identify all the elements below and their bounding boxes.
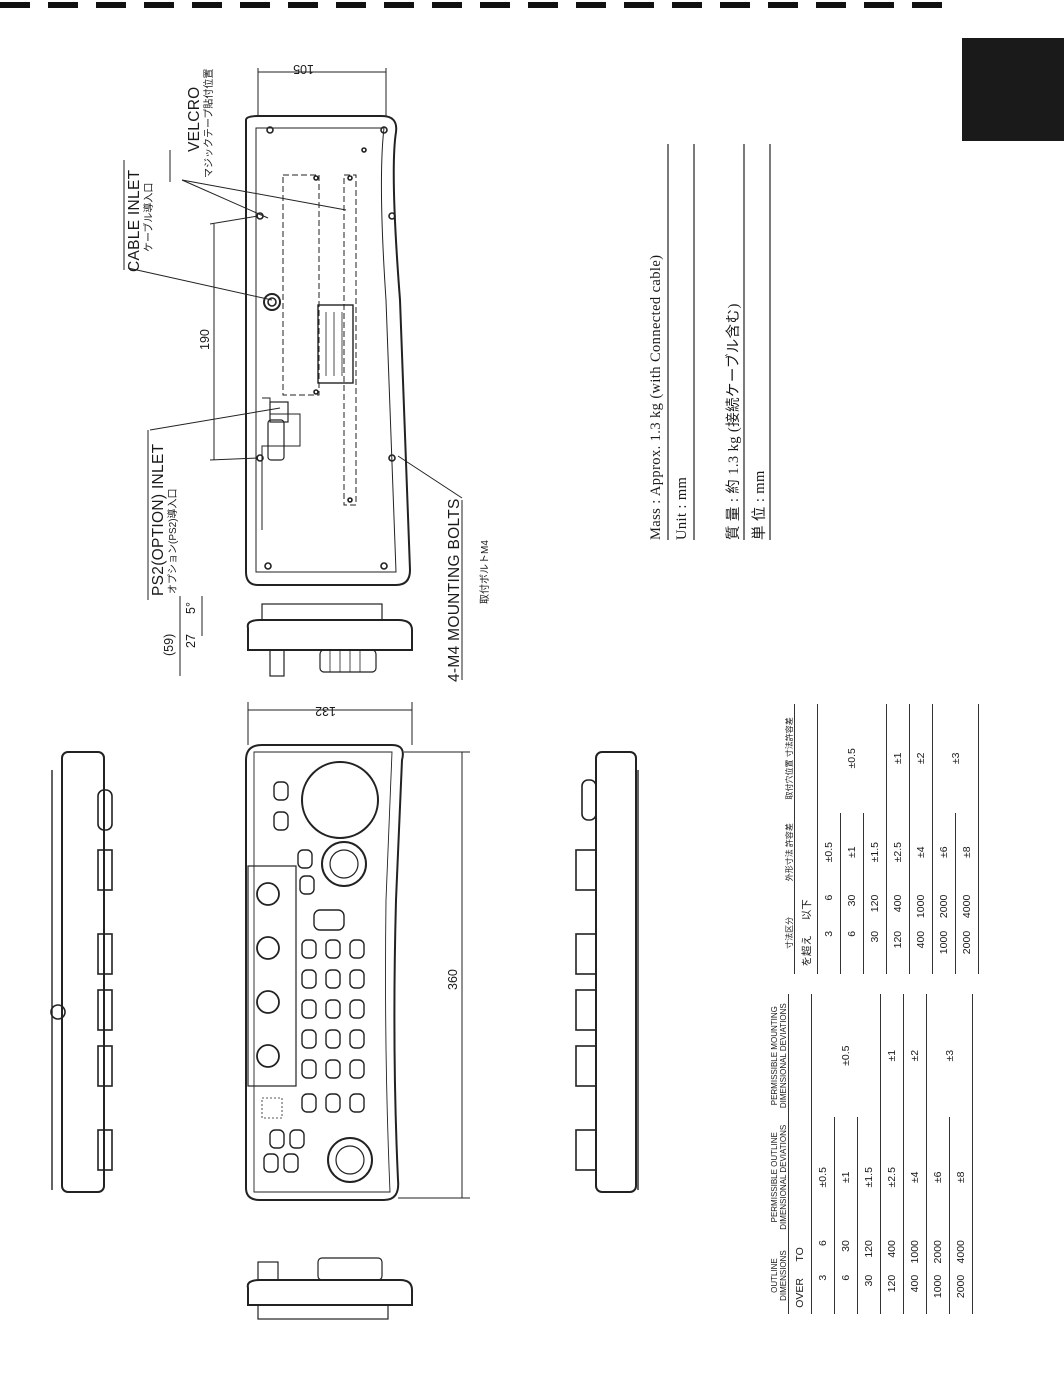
unit-en: Unit : mm <box>674 476 690 540</box>
velcro-label-jp: マジックテープ貼付位置 <box>204 68 215 178</box>
th-outline-dev: PERMISSIBLE OUTLINE DIMENSIONAL DEVIATIO… <box>730 1117 789 1238</box>
section-tab <box>962 38 1064 141</box>
th-outline: OUTLINE DIMENSIONS <box>730 1237 789 1314</box>
dim-width-long: 360 <box>446 969 460 990</box>
mass-jp: 質 量 : 約 1.3 kg (接続ケーブル含む) <box>726 303 742 540</box>
spec-rules <box>667 144 771 540</box>
side-view-bottom-left <box>246 1257 413 1320</box>
dim-height-front: 27 <box>184 634 198 648</box>
th-range: 寸法区分 <box>736 891 795 974</box>
dim-width-short: 132 <box>315 704 336 718</box>
th-to: TO <box>788 1237 812 1272</box>
th-over: OVER <box>788 1271 812 1314</box>
leader-lines <box>123 150 463 680</box>
tolerance-table-en: OUTLINE DIMENSIONS PERMISSIBLE OUTLINE D… <box>730 994 973 1314</box>
th-mount-dev: PERMISSIBLE MOUNTING DIMENSIONAL DEVIATI… <box>730 994 789 1118</box>
unit-jp: 単 位 : mm <box>752 470 768 540</box>
mounting-bolts-label-jp: 取付ボルトM4 <box>480 540 491 604</box>
cable-inlet-label-jp: ケーブル導入口 <box>144 182 155 252</box>
ps2-inlet-label-jp: オプション(PS2)導入口 <box>168 488 179 594</box>
dim-hole-pitch: 190 <box>198 329 212 350</box>
side-view-bottom-right <box>575 751 639 1193</box>
th-outline-dev-jp: 外形寸法 許容差 <box>736 812 795 892</box>
mass-en: Mass : Approx. 1.3 kg (with Connected ca… <box>648 254 664 540</box>
dim-depth: 105 <box>293 62 314 76</box>
th-mount-dev-jp: 取付穴位置 寸法許容差 <box>736 704 795 813</box>
rear-view <box>245 115 412 586</box>
dim-height-total: (59) <box>162 633 176 656</box>
top-view <box>245 744 404 1201</box>
side-view-right <box>246 603 413 677</box>
dim-tilt: 5° <box>184 602 198 614</box>
mounting-bolts-label: 4-M4 MOUNTING BOLTS <box>446 498 463 682</box>
th-to-jp: 以下 <box>794 891 818 928</box>
side-view-top-left <box>50 751 113 1193</box>
dimension-lines <box>179 68 470 1199</box>
th-over-jp: を超え <box>794 927 818 974</box>
